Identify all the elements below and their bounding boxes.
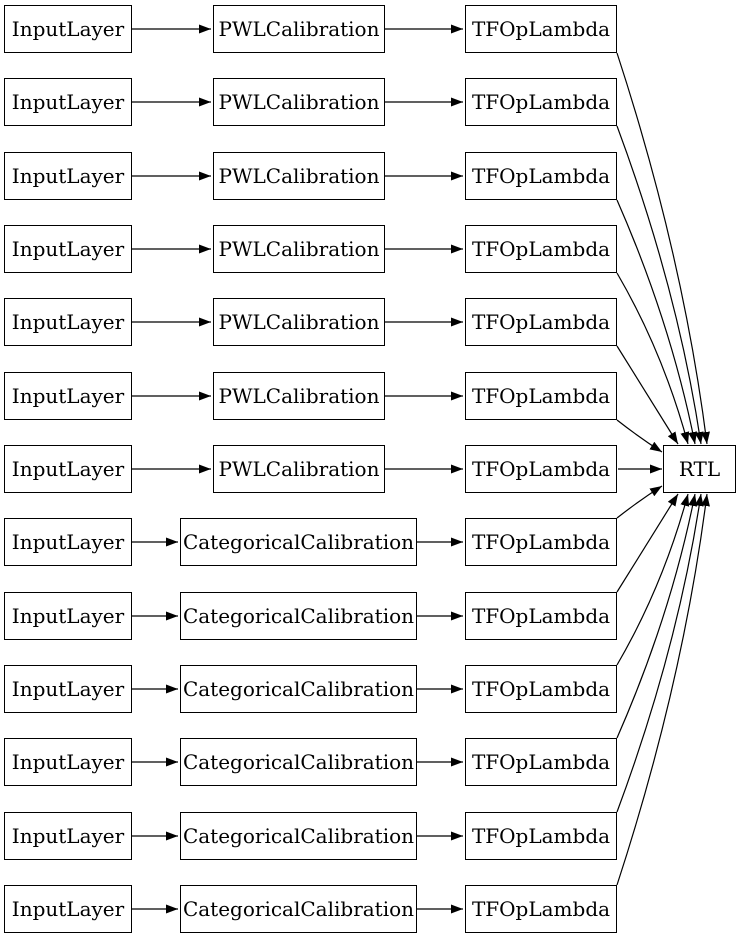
node-inputlayer-r5: InputLayer: [4, 298, 132, 346]
node-categoricalcalibration-r11: CategoricalCalibration: [180, 738, 417, 786]
node-label: InputLayer: [11, 677, 125, 701]
node-label: TFOpLambda: [471, 90, 611, 114]
node-tfoplambda-r8: TFOpLambda: [465, 518, 617, 566]
node-categoricalcalibration-r8: CategoricalCalibration: [180, 518, 417, 566]
node-label: InputLayer: [11, 164, 125, 188]
node-inputlayer-r4: InputLayer: [4, 225, 132, 273]
node-tfoplambda-r11: TFOpLambda: [465, 738, 617, 786]
node-pwlcalibration-r4: PWLCalibration: [213, 225, 385, 273]
node-label: TFOpLambda: [471, 310, 611, 334]
node-pwlcalibration-r2: PWLCalibration: [213, 78, 385, 126]
node-label: TFOpLambda: [471, 457, 611, 481]
node-label: PWLCalibration: [218, 237, 380, 261]
node-categoricalcalibration-r10: CategoricalCalibration: [180, 665, 417, 713]
node-tfoplambda-r2: TFOpLambda: [465, 78, 617, 126]
node-label: TFOpLambda: [471, 824, 611, 848]
node-label: PWLCalibration: [218, 310, 380, 334]
node-categoricalcalibration-r9: CategoricalCalibration: [180, 592, 417, 640]
node-label: PWLCalibration: [218, 17, 380, 41]
node-label: InputLayer: [11, 457, 125, 481]
node-pwlcalibration-r7: PWLCalibration: [213, 445, 385, 493]
node-tfoplambda-r1: TFOpLambda: [465, 5, 617, 53]
node-label: TFOpLambda: [471, 17, 611, 41]
node-tfoplambda-r6: TFOpLambda: [465, 372, 617, 420]
node-inputlayer-r12: InputLayer: [4, 812, 132, 860]
node-tfoplambda-r12: TFOpLambda: [465, 812, 617, 860]
node-inputlayer-r2: InputLayer: [4, 78, 132, 126]
node-tfoplambda-r5: TFOpLambda: [465, 298, 617, 346]
node-label: TFOpLambda: [471, 677, 611, 701]
node-label: TFOpLambda: [471, 164, 611, 188]
node-label: CategoricalCalibration: [182, 604, 415, 628]
edge-lambda-rtl-r1: [616, 52, 710, 445]
node-pwlcalibration-r6: PWLCalibration: [213, 372, 385, 420]
node-label: InputLayer: [11, 824, 125, 848]
node-tfoplambda-r13: TFOpLambda: [465, 885, 617, 933]
node-pwlcalibration-r1: PWLCalibration: [213, 5, 385, 53]
node-categoricalcalibration-r12: CategoricalCalibration: [180, 812, 417, 860]
node-label: TFOpLambda: [471, 237, 611, 261]
node-label: TFOpLambda: [471, 897, 611, 921]
edge-lambda-rtl-r10: [616, 493, 690, 666]
edge-lambda-rtl-r5: [616, 345, 679, 445]
node-rtl-output: RTL: [663, 445, 736, 493]
edge-lambda-rtl-r2: [616, 125, 704, 445]
node-tfoplambda-r10: TFOpLambda: [465, 665, 617, 713]
node-label: InputLayer: [11, 310, 125, 334]
node-label: PWLCalibration: [218, 164, 380, 188]
node-inputlayer-r10: InputLayer: [4, 665, 132, 713]
node-inputlayer-r8: InputLayer: [4, 518, 132, 566]
edge-lambda-rtl-r9: [616, 493, 679, 593]
node-inputlayer-r11: InputLayer: [4, 738, 132, 786]
node-label: PWLCalibration: [218, 90, 380, 114]
node-label: CategoricalCalibration: [182, 677, 415, 701]
edge-lambda-rtl-r11: [616, 493, 698, 739]
edge-lambda-rtl-r3: [616, 199, 698, 445]
edge-lambda-rtl-r8: [616, 485, 663, 519]
node-label: InputLayer: [11, 897, 125, 921]
node-label: RTL: [678, 457, 721, 481]
node-label: PWLCalibration: [218, 384, 380, 408]
node-categoricalcalibration-r13: CategoricalCalibration: [180, 885, 417, 933]
edge-lambda-rtl-r12: [616, 493, 704, 813]
node-label: InputLayer: [11, 237, 125, 261]
node-inputlayer-r7: InputLayer: [4, 445, 132, 493]
node-inputlayer-r9: InputLayer: [4, 592, 132, 640]
node-pwlcalibration-r3: PWLCalibration: [213, 152, 385, 200]
node-label: InputLayer: [11, 750, 125, 774]
node-pwlcalibration-r5: PWLCalibration: [213, 298, 385, 346]
node-tfoplambda-r9: TFOpLambda: [465, 592, 617, 640]
node-label: TFOpLambda: [471, 750, 611, 774]
node-label: CategoricalCalibration: [182, 897, 415, 921]
node-label: TFOpLambda: [471, 384, 611, 408]
node-inputlayer-r1: InputLayer: [4, 5, 132, 53]
node-tfoplambda-r4: TFOpLambda: [465, 225, 617, 273]
node-label: CategoricalCalibration: [182, 824, 415, 848]
node-label: InputLayer: [11, 384, 125, 408]
node-tfoplambda-r7: TFOpLambda: [465, 445, 617, 493]
node-inputlayer-r13: InputLayer: [4, 885, 132, 933]
node-label: PWLCalibration: [218, 457, 380, 481]
edge-lambda-rtl-r4: [616, 272, 690, 445]
node-label: InputLayer: [11, 90, 125, 114]
node-label: InputLayer: [11, 17, 125, 41]
edge-lambda-rtl-r6: [616, 419, 663, 453]
node-inputlayer-r3: InputLayer: [4, 152, 132, 200]
edge-lambda-rtl-r13: [616, 493, 710, 886]
node-label: TFOpLambda: [471, 530, 611, 554]
node-label: CategoricalCalibration: [182, 530, 415, 554]
node-label: TFOpLambda: [471, 604, 611, 628]
node-tfoplambda-r3: TFOpLambda: [465, 152, 617, 200]
node-label: CategoricalCalibration: [182, 750, 415, 774]
node-label: InputLayer: [11, 604, 125, 628]
node-label: InputLayer: [11, 530, 125, 554]
node-inputlayer-r6: InputLayer: [4, 372, 132, 420]
